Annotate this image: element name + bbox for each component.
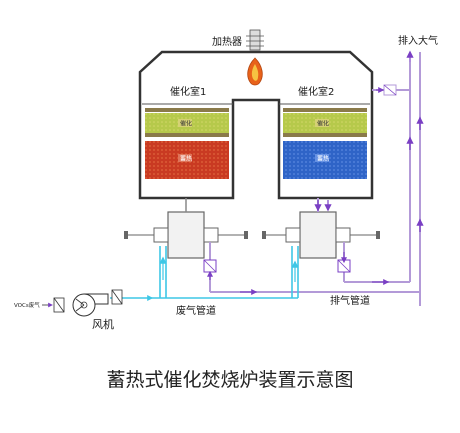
valve-box-left [124, 211, 248, 259]
storage1-tag-bg [178, 154, 192, 162]
storage2-tag-bg [315, 154, 329, 162]
voc-inlet-label: VOCs废气 [14, 301, 40, 309]
outlet-damper-icon [111, 289, 123, 305]
heater-icon [246, 29, 264, 51]
catalyst2-tag-bg [315, 119, 329, 127]
fan-icon [72, 293, 109, 317]
catalyst1-bottom-stripe [145, 133, 229, 137]
exhaust-to-air-label: 排入大气 [398, 34, 438, 47]
catalyst2-bottom-stripe [283, 133, 367, 137]
right-exhaust-valve-mark [337, 259, 351, 273]
left-exhaust-valve-mark [203, 259, 217, 273]
storage1-tag: 蓄热 [180, 155, 192, 163]
waste-gas-pipe-label: 废气管道 [176, 304, 216, 317]
catalyst1-top-stripe [145, 108, 229, 112]
fan-label: 风机 [92, 317, 114, 331]
valve-box-right [262, 211, 380, 259]
catalyst2-tag: 催化 [317, 120, 329, 128]
flame-core [251, 64, 259, 81]
catalyst2-top-stripe [283, 108, 367, 112]
catalyst1-tag-bg [178, 119, 192, 127]
inlet-damper-icon [53, 297, 65, 313]
chamber2-label: 催化室2 [298, 85, 334, 98]
catalyst1-tag: 催化 [180, 120, 192, 128]
chamber1-label: 催化室1 [170, 85, 206, 98]
storage2-tag: 蓄热 [317, 155, 329, 163]
outlet-valve-mark [383, 84, 397, 96]
exhaust-pipe-label: 排气管道 [330, 294, 370, 307]
heater-label: 加热器 [212, 35, 242, 48]
diagram-title: 蓄热式催化焚烧炉装置示意图 [106, 369, 353, 391]
